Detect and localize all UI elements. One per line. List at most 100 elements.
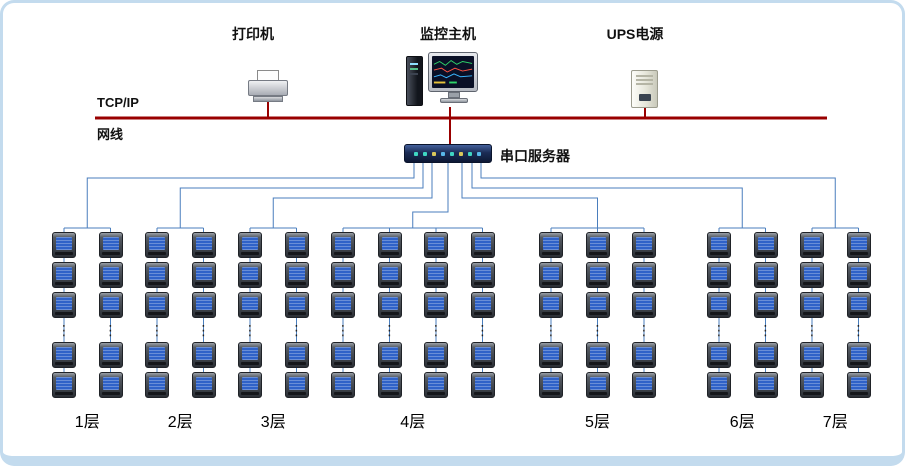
meter-screen <box>850 297 867 310</box>
meter-screen <box>804 297 820 310</box>
power-meter-icon <box>145 372 169 398</box>
power-meter-icon <box>238 372 262 398</box>
power-meter-icon <box>632 232 656 258</box>
meter-screen <box>757 237 774 250</box>
power-meter-icon <box>331 372 355 398</box>
meter-column: ⋮ <box>331 232 355 402</box>
meter-screen <box>242 267 258 280</box>
meter-screen <box>850 377 867 390</box>
power-meter-icon <box>52 372 76 398</box>
power-meter-icon <box>284 262 309 288</box>
meter-screen <box>242 297 258 310</box>
floor-label: 7层 <box>822 414 848 431</box>
power-meter-icon <box>238 342 262 368</box>
meter-screen <box>804 347 820 360</box>
power-meter-icon <box>632 342 656 368</box>
floor-label: 3层 <box>260 414 286 431</box>
power-meter-icon <box>331 292 355 318</box>
power-meter-icon <box>800 342 824 368</box>
meter-screen <box>636 267 652 280</box>
meter-screen <box>850 237 867 250</box>
meter-screen <box>804 377 820 390</box>
meter-screen <box>428 347 444 360</box>
power-meter-icon <box>145 262 169 288</box>
power-meter-icon <box>846 292 871 318</box>
power-meter-icon <box>470 292 495 318</box>
power-meter-icon <box>470 232 495 258</box>
meter-screen <box>543 297 559 310</box>
power-meter-icon <box>145 232 169 258</box>
more-meters-ellipsis: ⋮ <box>475 322 490 338</box>
meter-column: ⋮ <box>191 232 216 402</box>
more-meters-ellipsis: ⋮ <box>150 322 164 338</box>
meter-screen <box>102 237 119 250</box>
meter-screen <box>636 237 652 250</box>
port-led <box>423 151 427 156</box>
monitor-icon <box>428 52 478 92</box>
meter-screen <box>636 297 652 310</box>
network-cable-label: 网线 <box>97 127 124 142</box>
power-meter-icon <box>707 262 731 288</box>
meter-screen <box>757 267 774 280</box>
floor-label: 4层 <box>400 414 426 431</box>
meter-screen <box>381 297 398 310</box>
power-meter-icon <box>753 232 778 258</box>
tcpip-label: TCP/IP <box>97 95 139 110</box>
meter-screen <box>474 377 491 390</box>
power-meter-icon <box>846 262 871 288</box>
meter-screen <box>850 347 867 360</box>
meter-screen <box>149 267 165 280</box>
power-meter-icon <box>424 232 448 258</box>
meter-screen <box>757 377 774 390</box>
power-meter-icon <box>585 262 610 288</box>
power-meter-icon <box>52 342 76 368</box>
power-meter-icon <box>539 232 563 258</box>
floor-label: 1层 <box>74 414 100 431</box>
more-meters-ellipsis: ⋮ <box>382 322 397 338</box>
power-meter-icon <box>52 262 76 288</box>
meter-screen <box>381 377 398 390</box>
power-meter-icon <box>284 232 309 258</box>
meter-screen <box>543 377 559 390</box>
power-meter-icon <box>377 262 402 288</box>
more-meters-ellipsis: ⋮ <box>805 322 819 338</box>
meter-screen <box>636 377 652 390</box>
meter-screen <box>288 267 305 280</box>
printer-label: 打印机 <box>232 26 274 42</box>
pc-tower-icon <box>406 56 423 106</box>
power-meter-icon <box>585 292 610 318</box>
more-meters-ellipsis: ⋮ <box>637 322 651 338</box>
power-meter-icon <box>424 292 448 318</box>
meter-column: ⋮ <box>377 232 402 402</box>
power-meter-icon <box>753 342 778 368</box>
power-meter-icon <box>377 342 402 368</box>
meter-screen <box>149 237 165 250</box>
meter-screen <box>428 267 444 280</box>
power-meter-icon <box>470 372 495 398</box>
power-meter-icon <box>191 232 216 258</box>
port-led <box>414 151 418 156</box>
meter-screen <box>335 347 351 360</box>
meter-screen <box>149 297 165 310</box>
power-meter-icon <box>377 232 402 258</box>
power-meter-icon <box>846 232 871 258</box>
meter-screen <box>335 237 351 250</box>
power-meter-icon <box>424 372 448 398</box>
meter-screen <box>474 267 491 280</box>
meter-screen <box>543 267 559 280</box>
meter-column: ⋮ <box>846 232 871 402</box>
more-meters-ellipsis: ⋮ <box>336 322 350 338</box>
power-meter-icon <box>632 262 656 288</box>
power-meter-icon <box>539 372 563 398</box>
meter-screen <box>589 347 606 360</box>
meter-column: ⋮ <box>238 232 262 402</box>
power-meter-icon <box>191 372 216 398</box>
meter-screen <box>288 237 305 250</box>
power-meter-icon <box>539 342 563 368</box>
power-meter-icon <box>98 342 123 368</box>
more-meters-ellipsis: ⋮ <box>103 322 118 338</box>
power-meter-icon <box>238 262 262 288</box>
meter-screen <box>102 267 119 280</box>
meter-screen <box>474 297 491 310</box>
